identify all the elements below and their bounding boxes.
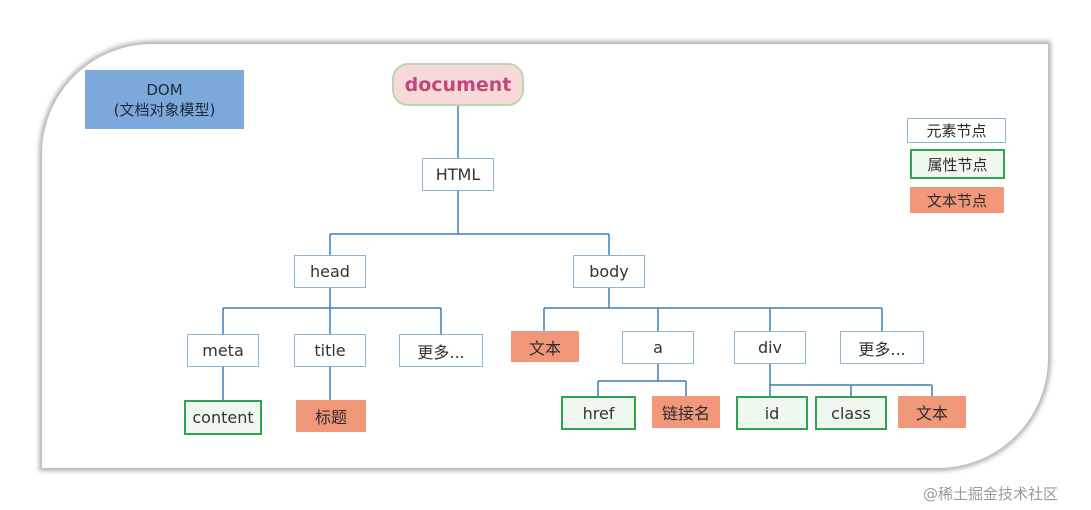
node-id-attr: id: [736, 396, 808, 430]
dom-title-line1: DOM: [146, 80, 183, 99]
node-body-text: 文本: [511, 331, 579, 362]
node-body-more: 更多...: [840, 331, 924, 364]
legend-attribute-node: 属性节点: [910, 149, 1005, 179]
node-meta: meta: [187, 334, 259, 367]
node-class-attr: class: [815, 396, 887, 430]
node-html: HTML: [422, 158, 494, 191]
node-div-text: 文本: [898, 396, 966, 428]
legend-element-node: 元素节点: [907, 118, 1006, 143]
node-content-attr: content: [184, 400, 262, 435]
node-head: head: [294, 255, 366, 288]
dom-title-box: DOM (文档对象模型): [85, 70, 244, 129]
node-document: document: [392, 63, 524, 106]
node-link-name-text: 链接名: [652, 396, 720, 428]
node-head-more: 更多...: [399, 334, 483, 367]
node-a: a: [622, 331, 694, 364]
node-body: body: [573, 255, 645, 288]
node-title: title: [294, 334, 366, 367]
node-href-attr: href: [561, 396, 636, 430]
legend-text-node: 文本节点: [910, 187, 1004, 213]
dom-title-line2: (文档对象模型): [113, 100, 216, 119]
node-div: div: [734, 331, 806, 364]
watermark: @稀土掘金技术社区: [923, 485, 1059, 503]
node-title-text: 标题: [296, 400, 366, 432]
